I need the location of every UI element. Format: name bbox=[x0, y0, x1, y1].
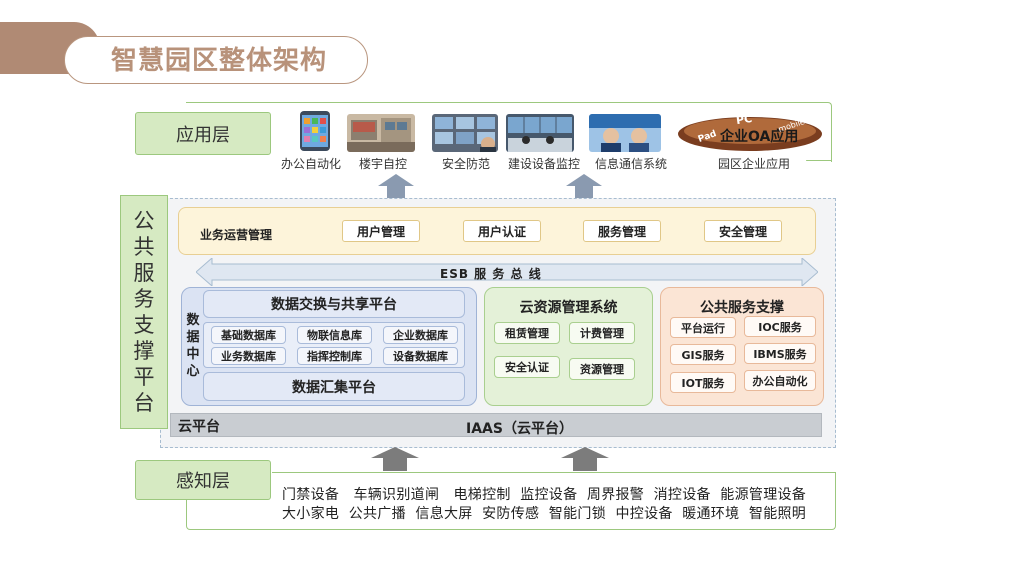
security-management-box: 安全管理 bbox=[704, 220, 782, 242]
database-cell: 基础数据库 bbox=[211, 326, 286, 344]
cloud-resource-cell: 安全认证 bbox=[494, 356, 560, 378]
platform-label-char: 公 bbox=[133, 209, 155, 233]
public-service-cell: GIS服务 bbox=[670, 344, 736, 365]
database-cell: 物联信息库 bbox=[297, 326, 372, 344]
cloud-platform-bar bbox=[170, 413, 822, 437]
public-service-cell: IOC服务 bbox=[744, 316, 816, 337]
database-cell: 企业数据库 bbox=[383, 326, 458, 344]
platform-vertical-label: 公 共 服 务 支 撑 平 台 bbox=[120, 195, 168, 429]
esb-label: ESB 服 务 总 线 bbox=[440, 267, 542, 281]
oa-main-label: 企业OA应用 bbox=[720, 129, 799, 145]
building-control-icon bbox=[347, 114, 415, 152]
platform-label-char: 撑 bbox=[133, 339, 155, 363]
title-banner bbox=[64, 36, 368, 84]
app-caption-5: 信息通信系统 bbox=[595, 157, 668, 171]
perception-devices-line-1: 门禁设备 车辆识别道闸 电梯控制 监控设备 周界报警 消控设备 能源管理设备 bbox=[282, 487, 807, 503]
public-service-title: 公共服务支撑 bbox=[700, 300, 784, 316]
user-auth-box: 用户认证 bbox=[463, 220, 541, 242]
platform-label-char: 务 bbox=[133, 287, 155, 311]
data-center-label: 数 据 中 心 bbox=[185, 312, 201, 380]
up-arrow-icon bbox=[378, 174, 414, 200]
public-service-cell: 平台运行 bbox=[670, 317, 736, 338]
cloud-resource-title: 云资源管理系统 bbox=[519, 300, 618, 316]
iaas-label: IAAS（云平台） bbox=[466, 421, 573, 437]
public-service-cell: IOT服务 bbox=[670, 372, 736, 393]
up-arrow-icon bbox=[561, 447, 609, 475]
app-caption-6: 园区企业应用 bbox=[718, 157, 791, 171]
data-center-char: 心 bbox=[186, 364, 200, 379]
enterprise-oa-icon: 企业OA应用 PC Pad mobile bbox=[676, 112, 826, 154]
perception-layer-label: 感知层 bbox=[135, 460, 271, 500]
app-caption-1: 办公自动化 bbox=[281, 157, 342, 171]
application-layer-label: 应用层 bbox=[135, 112, 271, 155]
database-cell: 设备数据库 bbox=[383, 347, 458, 365]
cloud-platform-label: 云平台 bbox=[178, 419, 220, 435]
platform-label-char: 服 bbox=[133, 261, 155, 285]
perception-layer-frame-top bbox=[272, 472, 836, 473]
platform-label-char: 支 bbox=[133, 313, 155, 337]
business-operations-title: 业务运营管理 bbox=[200, 228, 273, 242]
platform-label-char: 平 bbox=[133, 365, 155, 389]
perception-layer-frame bbox=[186, 472, 836, 530]
database-cell: 业务数据库 bbox=[211, 347, 286, 365]
platform-label-char: 共 bbox=[133, 235, 155, 259]
data-aggregation-platform: 数据汇集平台 bbox=[203, 372, 465, 401]
phone-apps-icon bbox=[297, 110, 333, 152]
call-center-icon bbox=[589, 114, 661, 152]
user-management-box: 用户管理 bbox=[342, 220, 420, 242]
cloud-resource-cell: 资源管理 bbox=[569, 358, 635, 380]
video-wall-icon bbox=[432, 114, 498, 152]
public-service-cell: IBMS服务 bbox=[744, 343, 816, 364]
monitoring-room-icon bbox=[506, 114, 574, 152]
data-exchange-platform: 数据交换与共享平台 bbox=[203, 290, 465, 318]
data-center-char: 据 bbox=[186, 330, 200, 345]
data-center-char: 数 bbox=[186, 313, 200, 328]
public-service-cell: 办公自动化 bbox=[744, 370, 816, 391]
cloud-resource-cell: 租赁管理 bbox=[494, 322, 560, 344]
app-caption-2: 楼宇自控 bbox=[359, 157, 408, 171]
cloud-resource-panel bbox=[484, 287, 653, 406]
perception-devices-line-2: 大小家电 公共广播 信息大屏 安防传感 智能门锁 中控设备 暖通环境 智能照明 bbox=[282, 506, 807, 522]
cloud-resource-cell: 计费管理 bbox=[569, 322, 635, 344]
data-center-char: 中 bbox=[186, 347, 200, 362]
oa-pc-label: PC bbox=[735, 111, 753, 128]
up-arrow-icon bbox=[566, 174, 602, 200]
page-title: 智慧园区整体架构 bbox=[111, 46, 328, 76]
up-arrow-icon bbox=[371, 447, 419, 475]
app-caption-4: 建设设备监控 bbox=[508, 157, 581, 171]
service-management-box: 服务管理 bbox=[583, 220, 661, 242]
application-layer-frame bbox=[186, 102, 832, 162]
application-layer-frame-bottom bbox=[806, 160, 832, 161]
app-caption-3: 安全防范 bbox=[442, 157, 491, 171]
database-cell: 指挥控制库 bbox=[297, 347, 372, 365]
platform-label-char: 台 bbox=[133, 391, 155, 415]
